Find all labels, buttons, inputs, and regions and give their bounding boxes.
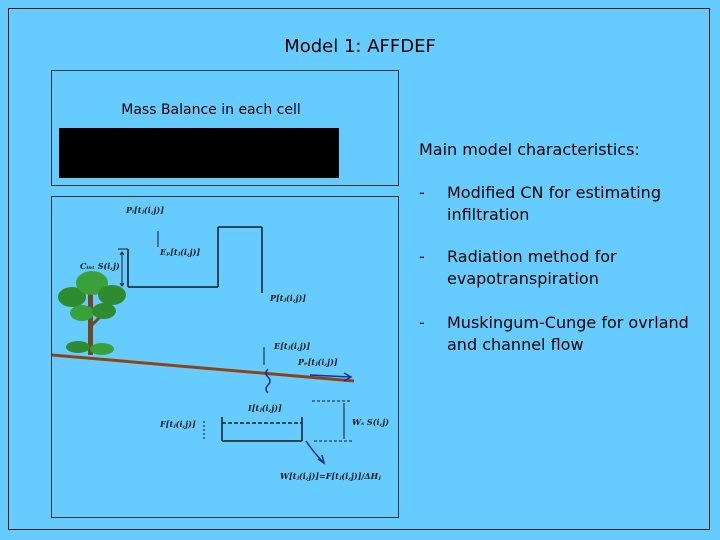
characteristics-heading: Main model characteristics: bbox=[419, 140, 640, 159]
bullet-dash: - bbox=[419, 313, 425, 332]
characteristic-text: Radiation method for evapotranspiration bbox=[447, 247, 617, 288]
label-ws: Wₛ S(i,j) bbox=[352, 417, 389, 427]
label-e: E[tⱼ(i,j)] bbox=[273, 341, 310, 351]
percolation-arrow bbox=[305, 440, 325, 464]
soil-bucket bbox=[221, 417, 303, 442]
mass-balance-title: Mass Balance in each cell bbox=[121, 102, 301, 118]
interception-bucket bbox=[127, 226, 263, 293]
redacted-equation-bar bbox=[59, 128, 339, 178]
runoff-arrow bbox=[309, 374, 351, 378]
bullet-dash: - bbox=[419, 247, 425, 266]
label-i: I[tⱼ(i,j)] bbox=[247, 403, 282, 413]
label-f: F[tⱼ(i,j)] bbox=[159, 419, 196, 429]
label-w: W[tⱼ(i,j)]=F[tⱼ(i,j)]/ΔHⱼ bbox=[280, 471, 381, 481]
bullet-dash: - bbox=[419, 183, 425, 202]
characteristic-text: Muskingum-Cunge for ovrland and channel … bbox=[447, 313, 689, 354]
tree-illustration bbox=[58, 271, 126, 355]
label-pi: Pᵢ[tⱼ(i,j)] bbox=[125, 205, 164, 215]
ground-line bbox=[51, 353, 355, 383]
storage-markers bbox=[118, 248, 128, 287]
slide-frame bbox=[8, 8, 710, 530]
slide-title: Model 1: AFFDEF bbox=[284, 36, 436, 57]
characteristic-text: Modified CN for estimating infiltration bbox=[447, 183, 661, 224]
mass-balance-box bbox=[51, 70, 399, 186]
label-p: P[tⱼ(i,j)] bbox=[269, 293, 306, 303]
label-cint: Cᵢₙₜ S(i,j) bbox=[80, 261, 120, 271]
water-balance-diagram: Pᵢ[tⱼ(i,j)] Eₚ[tⱼ(i,j)] Cᵢₙₜ S(i,j) P[tⱼ… bbox=[51, 196, 399, 518]
diagram-svg: Pᵢ[tⱼ(i,j)] Eₚ[tⱼ(i,j)] Cᵢₙₜ S(i,j) P[tⱼ… bbox=[51, 205, 389, 481]
soil-markers bbox=[203, 400, 352, 442]
infiltration-arrow bbox=[265, 368, 271, 394]
label-pd: Pₑ[tⱼ(i,j)] bbox=[297, 357, 338, 367]
label-ep: Eₚ[tⱼ(i,j)] bbox=[159, 247, 200, 257]
